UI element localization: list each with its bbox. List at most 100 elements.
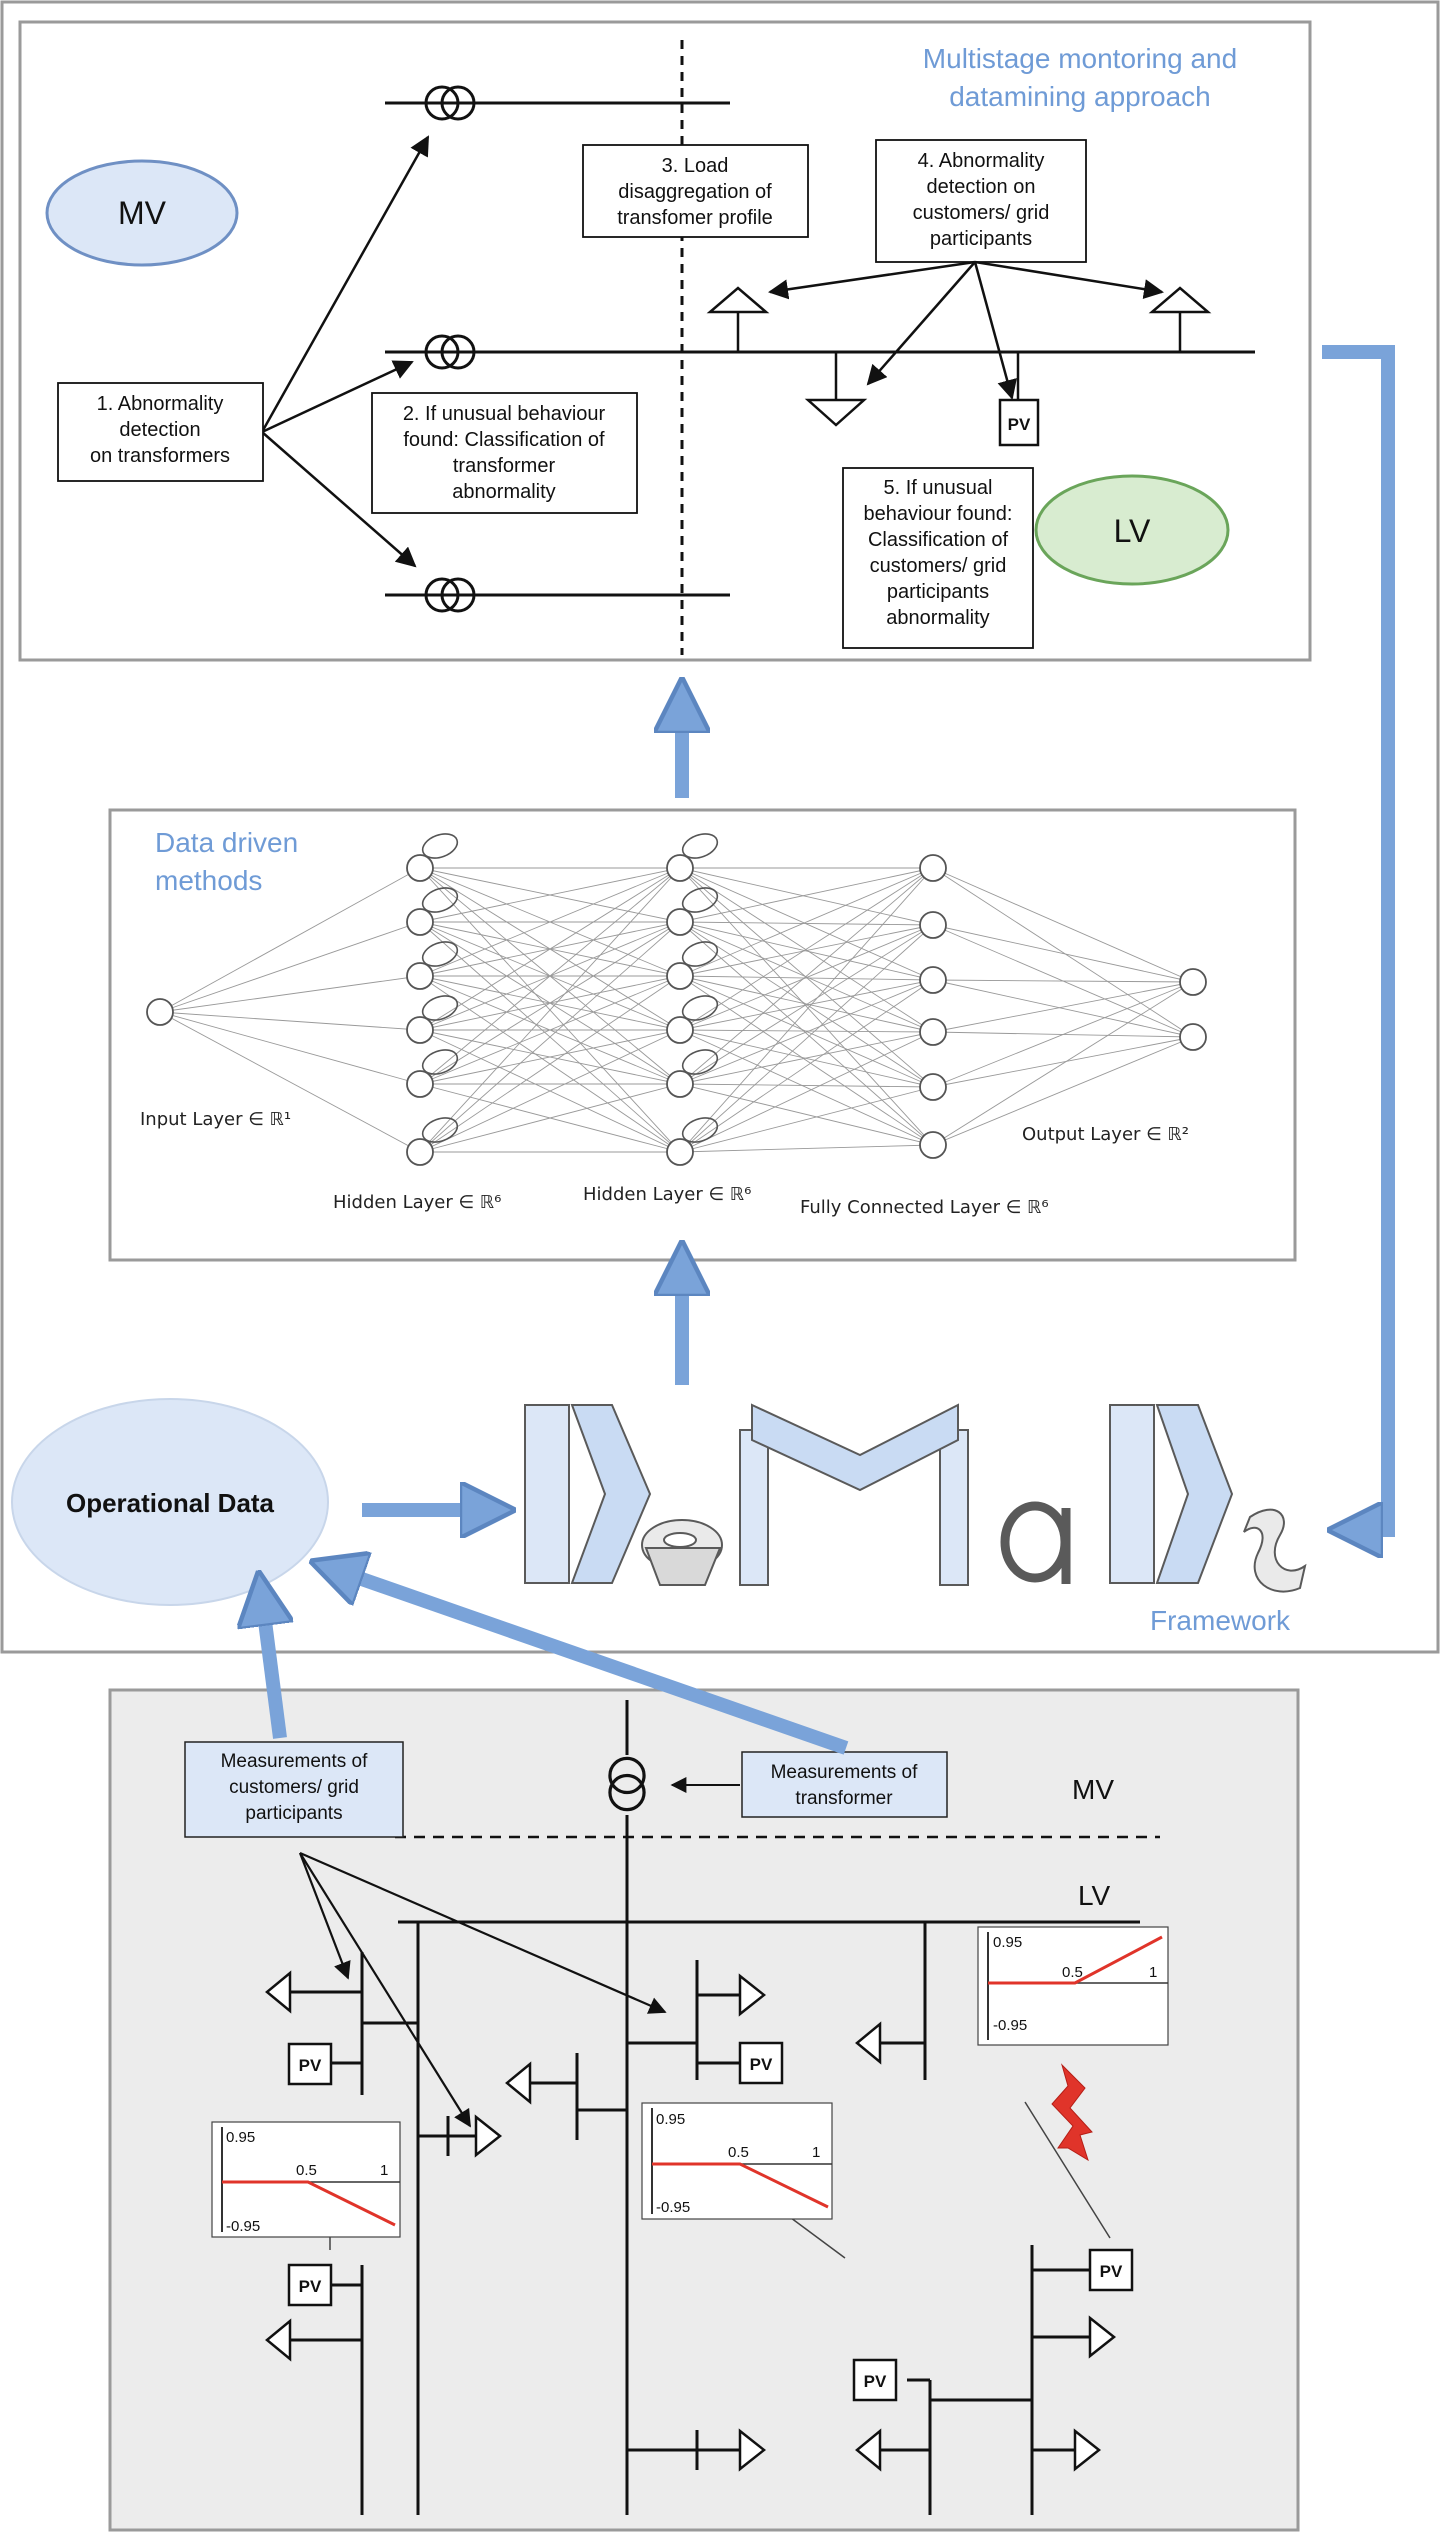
nn-edge xyxy=(679,1031,934,1085)
nn-edge xyxy=(679,979,934,1085)
nn-fc-node xyxy=(919,911,947,939)
pq-curve-mid xyxy=(652,2162,829,2209)
fc-layer-label: Fully Connected Layer ∈ ℝ⁶ xyxy=(800,1197,1049,1218)
nn-edge xyxy=(679,1029,934,1088)
nn-recurrent-loop xyxy=(681,1049,719,1075)
nn-output-node xyxy=(1179,1023,1207,1051)
nn-hidden1-node xyxy=(406,1138,434,1166)
top-title-line1: Multistage montoring and xyxy=(923,43,1237,74)
nn-recurrent-loop xyxy=(681,833,719,859)
box5-line4: customers/ grid xyxy=(870,555,1007,577)
operational-data-ellipse xyxy=(11,1398,329,1606)
nn-hidden2-node xyxy=(666,1016,694,1044)
pv-right-2-label: PV xyxy=(864,2372,887,2391)
nn-edge xyxy=(932,981,1194,1146)
nn-edge xyxy=(679,1083,934,1146)
box5-line6: abnormality xyxy=(886,607,989,629)
nn-edge xyxy=(419,1083,681,1153)
nn-recurrent-loop xyxy=(681,887,719,913)
nn-edge xyxy=(932,979,1194,983)
nn-edge xyxy=(679,867,934,977)
nn-edge xyxy=(419,867,681,977)
box2-line1: 2. If unusual behaviour xyxy=(403,403,606,425)
box3-line3: transfomer profile xyxy=(617,207,773,229)
nn-edge xyxy=(419,867,681,923)
load-right-1-icon xyxy=(855,2021,882,2065)
nn-edge xyxy=(679,921,934,1146)
box5-line5: participants xyxy=(887,581,989,603)
nn-hidden2-node xyxy=(666,908,694,936)
box2-line4: abnormality xyxy=(452,481,555,503)
meas-customers-line2: customers/ grid xyxy=(229,1777,359,1798)
nn-edge xyxy=(419,867,681,1085)
nn-edge xyxy=(419,867,681,1153)
nn-edge xyxy=(419,975,681,1085)
nn-edge xyxy=(419,867,681,1031)
nn-edge xyxy=(159,1011,421,1153)
nn-recurrent-loop xyxy=(421,1117,459,1143)
box3-line1: 3. Load xyxy=(662,155,729,177)
nn-hidden2-node xyxy=(666,1070,694,1098)
framework-label: Framework xyxy=(1150,1605,1291,1636)
pq-chart-mid: 0.95 0.5 1 -0.95 xyxy=(641,2102,833,2220)
input-layer-label: Input Layer ∈ ℝ¹ xyxy=(140,1109,291,1130)
nn-edge xyxy=(419,921,681,1085)
pv-right-2-box xyxy=(852,2358,898,2402)
box-classification-transformer xyxy=(371,392,638,514)
nn-edge xyxy=(679,867,934,1146)
nn-edge xyxy=(679,975,934,1146)
nn-hidden2-node xyxy=(666,1138,694,1166)
nn-edge xyxy=(159,921,421,1013)
load-left-1-icon xyxy=(265,1970,292,2014)
nn-recurrent-loop xyxy=(421,941,459,967)
load-right-4-icon xyxy=(1073,2428,1102,2472)
pv-left-1-box xyxy=(287,2042,333,2086)
nn-output-node xyxy=(1179,968,1207,996)
hidden-layer-1-label: Hidden Layer ∈ ℝ⁶ xyxy=(333,1192,501,1213)
nn-edge xyxy=(679,1029,934,1146)
chart-mid-v1: 0.95 xyxy=(656,2111,685,2128)
mv-label: MV xyxy=(118,195,167,231)
nn-title-line2: methods xyxy=(155,865,262,896)
box5-line2: behaviour found: xyxy=(863,503,1012,525)
meas-customers-line1: Measurements of xyxy=(221,1751,369,1772)
meas-customers-line3: participants xyxy=(245,1803,342,1824)
box-load-disaggregation xyxy=(582,144,809,238)
nn-edge xyxy=(679,867,934,981)
chart-mid-v4: -0.95 xyxy=(656,2199,690,2216)
nn-recurrent-loop xyxy=(681,995,719,1021)
nn-hidden2-node xyxy=(666,854,694,882)
fault-lightning-icon xyxy=(1051,2063,1093,2162)
box2-line2: found: Classification of xyxy=(403,429,605,451)
flow-arrow-customers-to-data xyxy=(262,1598,280,1739)
nn-edge xyxy=(932,979,1194,1038)
chart-left-v3: 1 xyxy=(380,2162,388,2179)
meas-transformer-line1: Measurements of xyxy=(771,1762,919,1783)
nn-fc-node xyxy=(919,1073,947,1101)
pv-left-2-label: PV xyxy=(299,2277,322,2296)
load-mid-3-icon xyxy=(738,2428,767,2472)
nn-edge xyxy=(679,975,934,981)
box5-line3: Classification of xyxy=(868,529,1009,551)
nn-edge xyxy=(679,975,934,1088)
nn-edge xyxy=(679,1144,934,1153)
demads-logo xyxy=(524,1403,1307,1593)
chart-top-v2: 0.5 xyxy=(1062,1964,1083,1981)
load-mid-2-icon xyxy=(505,2061,532,2105)
lv-ellipse xyxy=(1034,474,1230,586)
load-mid-1-icon xyxy=(738,1973,767,2017)
box1-line3: on transformers xyxy=(90,445,230,467)
nn-edge xyxy=(679,979,934,1153)
chart-mid-v3: 1 xyxy=(812,2144,820,2161)
chart-top-v4: -0.95 xyxy=(993,2017,1027,2034)
load-up-right-icon xyxy=(1148,286,1212,314)
top-title-line2: datamining approach xyxy=(949,81,1211,112)
pq-curve-top xyxy=(988,1935,1163,1985)
nn-hidden1-node xyxy=(406,962,434,990)
box4-line1: 4. Abnormality xyxy=(918,150,1045,172)
nn-edge xyxy=(679,921,934,981)
nn-edge xyxy=(679,867,934,923)
pv-left-1-label: PV xyxy=(299,2056,322,2075)
nn-edge xyxy=(159,867,421,1013)
